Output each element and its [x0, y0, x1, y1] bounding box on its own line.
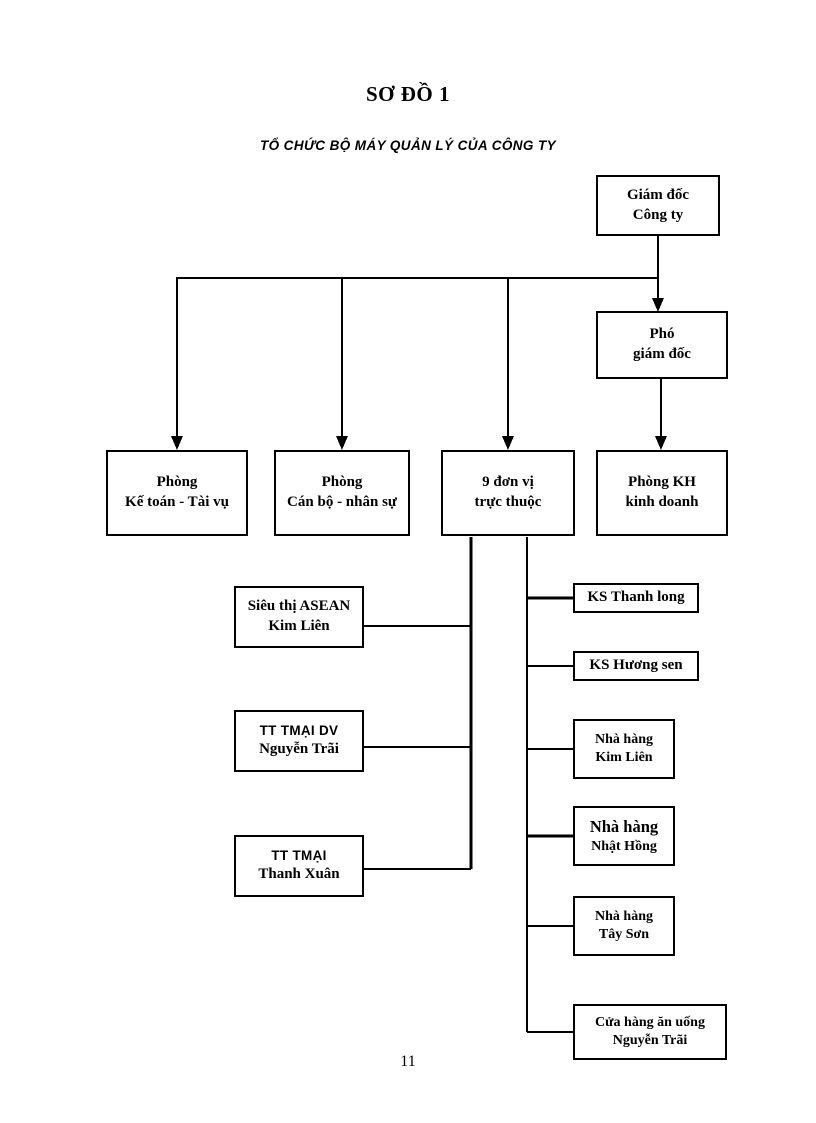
node-deputy-director-line1: Phó — [649, 326, 675, 343]
node-tt-tmai-thanhxuan-line1: TT TMẠI — [271, 848, 327, 864]
page-subtitle: TỔ CHỨC BỘ MÁY QUẢN LÝ CỦA CÔNG TY — [259, 138, 557, 153]
node-deputy-director[interactable]: Phó giám đốc — [596, 311, 728, 379]
node-dept-hr[interactable]: Phòng Cán bộ - nhân sự — [274, 450, 410, 536]
node-hotel-huongsen[interactable]: KS Hương sen — [573, 651, 699, 681]
node-nine-units-line1: 9 đơn vị — [482, 474, 534, 491]
node-restaurant-tayson-line1: Nhà hàng — [595, 908, 653, 924]
node-dept-sales[interactable]: Phòng KH kinh doanh — [596, 450, 728, 536]
node-director-line1: Giám đốc — [626, 186, 690, 203]
node-hotel-thanhlong-line1: KS Thanh long — [587, 589, 685, 606]
node-dept-hr-line2: Cán bộ - nhân sự — [287, 494, 397, 510]
node-dept-accounting-line1: Phòng — [156, 474, 198, 491]
node-dept-accounting[interactable]: Phòng Kế toán - Tài vụ — [106, 450, 248, 536]
node-tt-tmai-dv-nguyentrai-line1: TT TMẠI DV — [259, 723, 339, 739]
node-hotel-thanhlong[interactable]: KS Thanh long — [573, 583, 699, 613]
node-deputy-director-line2: giám đốc — [633, 346, 691, 362]
node-eatery-nguyentrai-line1: Cửa hàng ăn uống — [595, 1014, 705, 1030]
node-restaurant-tayson[interactable]: Nhà hàng Tây Sơn — [573, 896, 675, 956]
page-title: SƠ ĐỒ 1 — [365, 82, 450, 106]
node-dept-accounting-line2: Kế toán - Tài vụ — [125, 494, 229, 510]
page-number: 11 — [400, 1053, 416, 1070]
node-restaurant-nhathong-line1: Nhà hàng — [589, 816, 659, 836]
node-supermarket-asean-kimlien[interactable]: Siêu thị ASEAN Kim Liên — [234, 586, 364, 648]
node-restaurant-kimlien[interactable]: Nhà hàng Kim Liên — [573, 719, 675, 779]
node-director-line2: Công ty — [632, 206, 684, 223]
node-restaurant-nhathong-line2: Nhật Hồng — [591, 838, 657, 854]
node-tt-tmai-thanhxuan[interactable]: TT TMẠI Thanh Xuân — [234, 835, 364, 897]
node-supermarket-asean-kimlien-line2: Kim Liên — [268, 618, 330, 634]
node-eatery-nguyentrai-line2: Nguyễn Trãi — [612, 1033, 688, 1048]
node-eatery-nguyentrai[interactable]: Cửa hàng ăn uống Nguyễn Trãi — [573, 1004, 727, 1060]
node-hotel-huongsen-line1: KS Hương sen — [589, 657, 683, 674]
node-restaurant-nhathong[interactable]: Nhà hàng Nhật Hồng — [573, 806, 675, 866]
node-tt-tmai-dv-nguyentrai-line2: Nguyễn Trãi — [259, 741, 339, 757]
node-restaurant-tayson-line2: Tây Sơn — [598, 927, 650, 942]
node-dept-sales-line2: kinh doanh — [625, 494, 699, 510]
node-supermarket-asean-kimlien-line1: Siêu thị ASEAN — [247, 598, 351, 615]
node-tt-tmai-dv-nguyentrai[interactable]: TT TMẠI DV Nguyễn Trãi — [234, 710, 364, 772]
node-nine-units-line2: trực thuộc — [474, 494, 542, 510]
node-dept-hr-line1: Phòng — [321, 474, 363, 491]
node-restaurant-kimlien-line2: Kim Liên — [595, 750, 653, 765]
node-nine-units[interactable]: 9 đơn vị trực thuộc — [441, 450, 575, 536]
node-restaurant-kimlien-line1: Nhà hàng — [595, 731, 653, 747]
node-tt-tmai-thanhxuan-line2: Thanh Xuân — [258, 866, 340, 882]
node-dept-sales-line1: Phòng KH — [628, 474, 696, 491]
node-director[interactable]: Giám đốc Công ty — [596, 175, 720, 236]
